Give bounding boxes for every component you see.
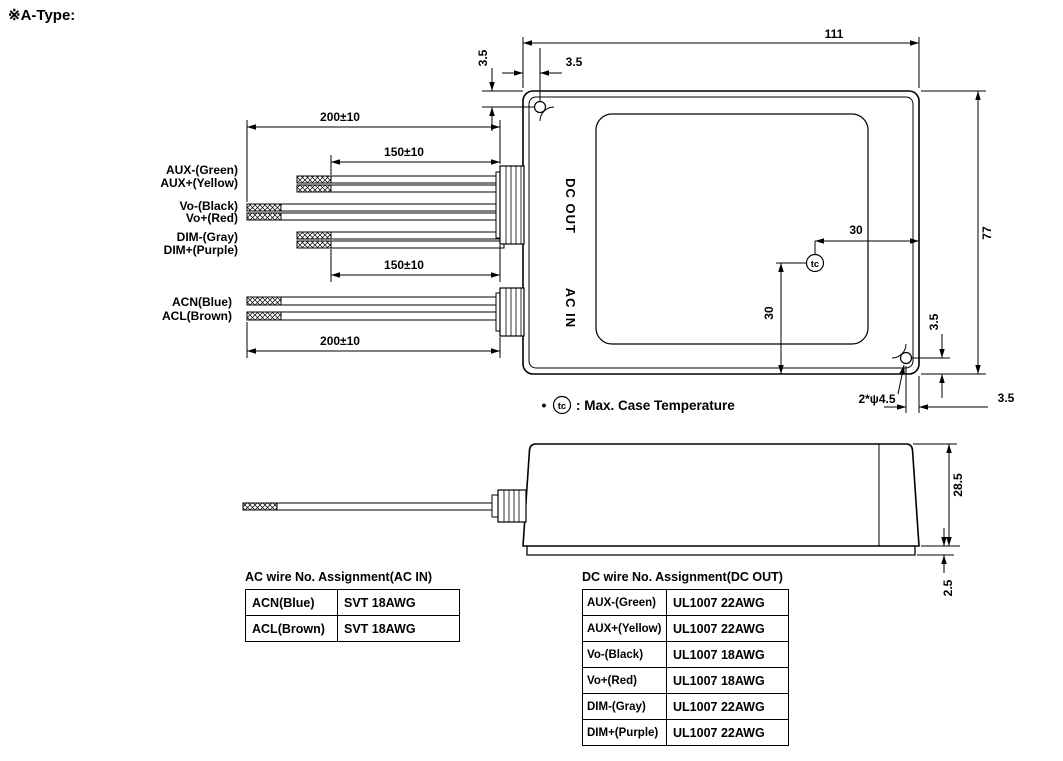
dim-tc-bottom-30: 30 (762, 306, 776, 320)
dim-200-top: 200±10 (320, 110, 360, 124)
table-cell: SVT 18AWG (337, 589, 460, 616)
ac-table-title: AC wire No. Assignment(AC IN) (245, 570, 433, 584)
side-wire (242, 502, 499, 511)
table-cell: UL1007 22AWG (666, 615, 789, 642)
top-view-drawing: DC OUT AC IN tc AUX-(Green) AUX+(Yellow)… (160, 27, 1015, 413)
wire-label-acl: ACL(Brown) (162, 309, 232, 323)
hole-notch-top-left (539, 106, 555, 122)
dim-77-lines (921, 90, 986, 375)
note-tc-circle (552, 395, 572, 415)
table-row: AUX+(Yellow) UL1007 22AWG (582, 615, 789, 642)
dim-200-bottom: 200±10 (320, 334, 360, 348)
wire-label-aux-minus: AUX-(Green) (166, 163, 238, 177)
dim-150-bottom: 150±10 (384, 258, 424, 272)
hole-notch-bottom-right (891, 343, 907, 359)
tc-symbol-label: tc (811, 259, 819, 270)
mounting-hole-top-left (533, 100, 547, 114)
table-cell: AUX-(Green) (582, 589, 667, 616)
dim-hole-tl-lines (482, 48, 562, 131)
dim-width-111: 111 (825, 27, 844, 41)
dim-28-5-lines (913, 443, 960, 547)
table-row: DIM+(Purple) UL1007 22AWG (582, 719, 789, 746)
table-row: ACN(Blue) SVT 18AWG (245, 589, 460, 616)
dc-table-title: DC wire No. Assignment(DC OUT) (582, 570, 783, 584)
side-base-plate (526, 546, 916, 556)
table-cell: SVT 18AWG (337, 615, 460, 642)
dim-hole-br-lines (884, 334, 988, 413)
dim-height-77: 77 (980, 226, 994, 240)
wire-label-acn: ACN(Blue) (172, 295, 232, 309)
wire-label-aux-plus: AUX+(Yellow) (160, 176, 238, 190)
mounting-hole-bottom-right (899, 351, 913, 365)
dc-wire-table: AUX-(Green) UL1007 22AWG AUX+(Yellow) UL… (582, 589, 789, 746)
dim-111-lines (522, 37, 920, 88)
ac-wires (246, 296, 505, 321)
side-connector (491, 489, 527, 523)
ac-in-label: AC IN (563, 288, 578, 328)
tc-note: • tc : Max. Case Temperature (542, 395, 735, 415)
table-cell: DIM+(Purple) (582, 719, 667, 746)
case-inner-outline (528, 96, 914, 369)
table-row: AUX-(Green) UL1007 22AWG (582, 589, 789, 616)
dim-hole-br-vertical-3-5: 3.5 (927, 313, 941, 330)
dim-tc-right-30: 30 (849, 223, 863, 237)
dim-side-height-28-5: 28.5 (951, 473, 965, 497)
page-title: ※A-Type: (8, 7, 76, 24)
dim-hole-left-3-5: 3.5 (566, 55, 583, 69)
table-cell: DIM-(Gray) (582, 693, 667, 720)
wire-label-vo-plus: Vo+(Red) (186, 211, 238, 225)
dc-out-label: DC OUT (563, 178, 578, 234)
note-tc-symbol: tc (558, 401, 566, 412)
table-cell: ACL(Brown) (245, 615, 338, 642)
side-view-drawing: 28.5 2.5 (242, 443, 965, 596)
table-cell: Vo+(Red) (582, 667, 667, 694)
wire-label-dim-plus: DIM+(Purple) (164, 243, 238, 257)
table-cell: UL1007 18AWG (666, 667, 789, 694)
dim-150-top: 150±10 (384, 145, 424, 159)
wire-dimensions (246, 120, 501, 358)
note-text: : Max. Case Temperature (576, 398, 735, 413)
case-panel (595, 113, 869, 345)
side-case-outline (522, 443, 920, 547)
dim-tc-lines (776, 238, 919, 374)
tc-symbol-circle (805, 253, 825, 273)
wire-label-vo-minus: Vo-(Black) (180, 199, 238, 213)
ac-wire-assignment: AC wire No. Assignment(AC IN) ACN(Blue) … (245, 570, 460, 642)
dim-hole-top-3-5: 3.5 (476, 49, 490, 66)
dim-2-5-lines (917, 528, 954, 573)
hole-spec-label: 2*ψ4.5 (858, 392, 895, 406)
table-row: Vo+(Red) UL1007 18AWG (582, 667, 789, 694)
table-row: ACL(Brown) SVT 18AWG (245, 615, 460, 642)
wire-label-dim-minus: DIM-(Gray) (177, 230, 238, 244)
table-cell: ACN(Blue) (245, 589, 338, 616)
table-cell: Vo-(Black) (582, 641, 667, 668)
wire-labels: AUX-(Green) AUX+(Yellow) Vo-(Black) Vo+(… (160, 163, 238, 323)
table-row: Vo-(Black) UL1007 18AWG (582, 641, 789, 668)
table-cell: AUX+(Yellow) (582, 615, 667, 642)
table-cell: UL1007 22AWG (666, 589, 789, 616)
dc-connector (495, 165, 525, 245)
ac-wire-table: ACN(Blue) SVT 18AWG ACL(Brown) SVT 18AWG (245, 589, 460, 642)
dim-side-base-2-5: 2.5 (941, 579, 955, 596)
dim-hole-br-horizontal-3-5: 3.5 (998, 391, 1015, 405)
dc-wire-assignment: DC wire No. Assignment(DC OUT) AUX-(Gree… (582, 570, 789, 746)
table-cell: UL1007 22AWG (666, 693, 789, 720)
note-bullet: • (542, 397, 547, 413)
table-cell: UL1007 22AWG (666, 719, 789, 746)
table-row: DIM-(Gray) UL1007 22AWG (582, 693, 789, 720)
table-cell: UL1007 18AWG (666, 641, 789, 668)
ac-connector (495, 287, 525, 337)
dc-wires (246, 175, 505, 249)
